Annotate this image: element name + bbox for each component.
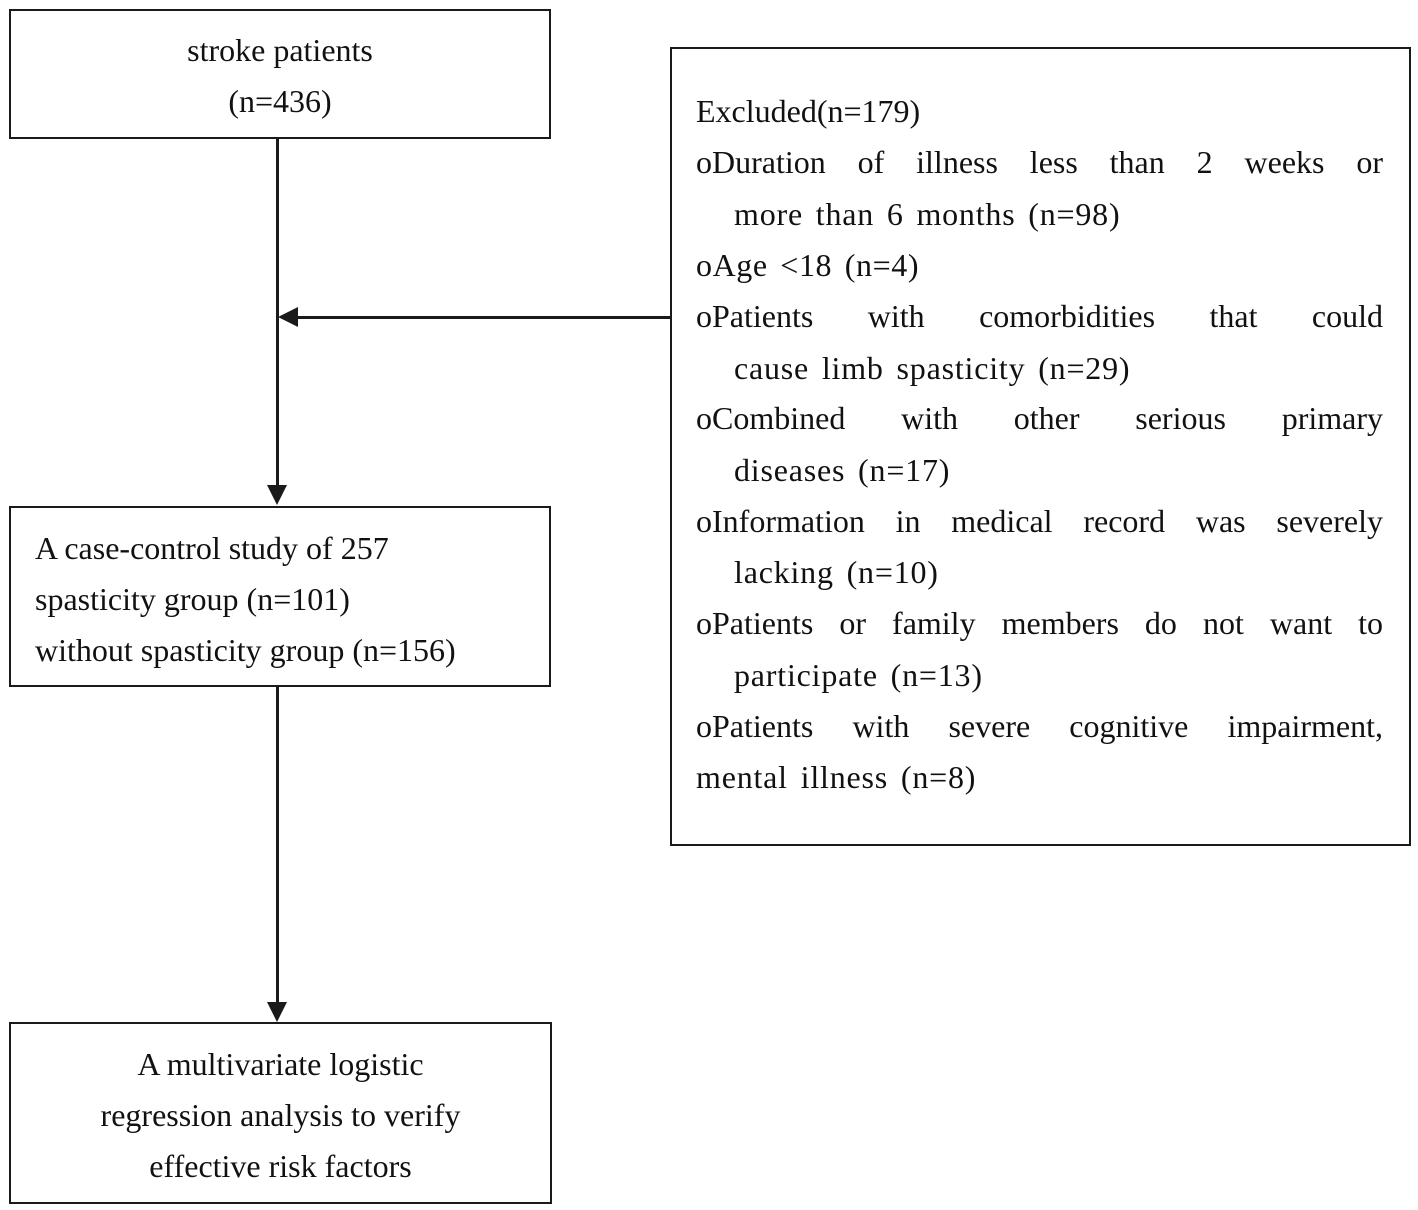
case-control-study-box: A case-control study of 257 spasticity g… — [9, 506, 551, 687]
exclusion-item-medical-record-cont: lacking (n=10) — [734, 554, 939, 590]
exclusion-item-cognitive: oPatients with severe cognitive impairme… — [696, 708, 1383, 744]
analysis-line-3: effective risk factors — [149, 1148, 412, 1184]
excluded-box: Excluded(n=179) oDuration of illness les… — [670, 47, 1411, 846]
analysis-line-1: A multivariate logistic — [137, 1046, 424, 1082]
exclusion-item-duration: oDuration of illness less than 2 weeks o… — [696, 144, 1383, 180]
exclusion-item-duration-cont: more than 6 months (n=98) — [734, 196, 1121, 232]
exclusion-item-medical-record: oInformation in medical record was sever… — [696, 503, 1383, 539]
stroke-patients-box: stroke patients (n=436) — [9, 9, 551, 139]
logistic-regression-box: A multivariate logistic regression analy… — [9, 1022, 552, 1204]
connector-study-to-analysis — [276, 687, 279, 1003]
excluded-title: Excluded(n=179) — [696, 93, 921, 129]
arrowhead-to-analysis-box — [267, 1002, 287, 1022]
non-spasticity-group-count: without spasticity group (n=156) — [35, 632, 456, 668]
exclusion-item-primary-diseases-cont: diseases (n=17) — [734, 452, 951, 488]
study-summary: A case-control study of 257 — [35, 530, 389, 566]
exclusion-item-not-participate-cont: participate (n=13) — [734, 657, 983, 693]
exclusion-item-primary-diseases: oCombined with other serious primary — [696, 400, 1383, 436]
arrowhead-exclusion — [278, 307, 298, 327]
exclusion-item-comorbidities-cont: cause limb spasticity (n=29) — [734, 350, 1131, 386]
arrowhead-to-study-box — [267, 485, 287, 505]
stroke-patients-label: stroke patients — [187, 32, 373, 68]
stroke-patients-count: (n=436) — [228, 83, 332, 119]
exclusion-item-not-participate: oPatients or family members do not want … — [696, 605, 1383, 641]
connector-excluded-to-main — [298, 316, 671, 319]
exclusion-item-cognitive-cont: mental illness (n=8) — [696, 759, 977, 795]
analysis-line-2: regression analysis to verify — [100, 1097, 461, 1133]
exclusion-item-age: oAge <18 (n=4) — [696, 247, 920, 283]
exclusion-item-comorbidities: oPatients with comorbidities that could — [696, 298, 1383, 334]
spasticity-group-count: spasticity group (n=101) — [35, 581, 350, 617]
connector-stroke-to-study — [276, 139, 279, 486]
